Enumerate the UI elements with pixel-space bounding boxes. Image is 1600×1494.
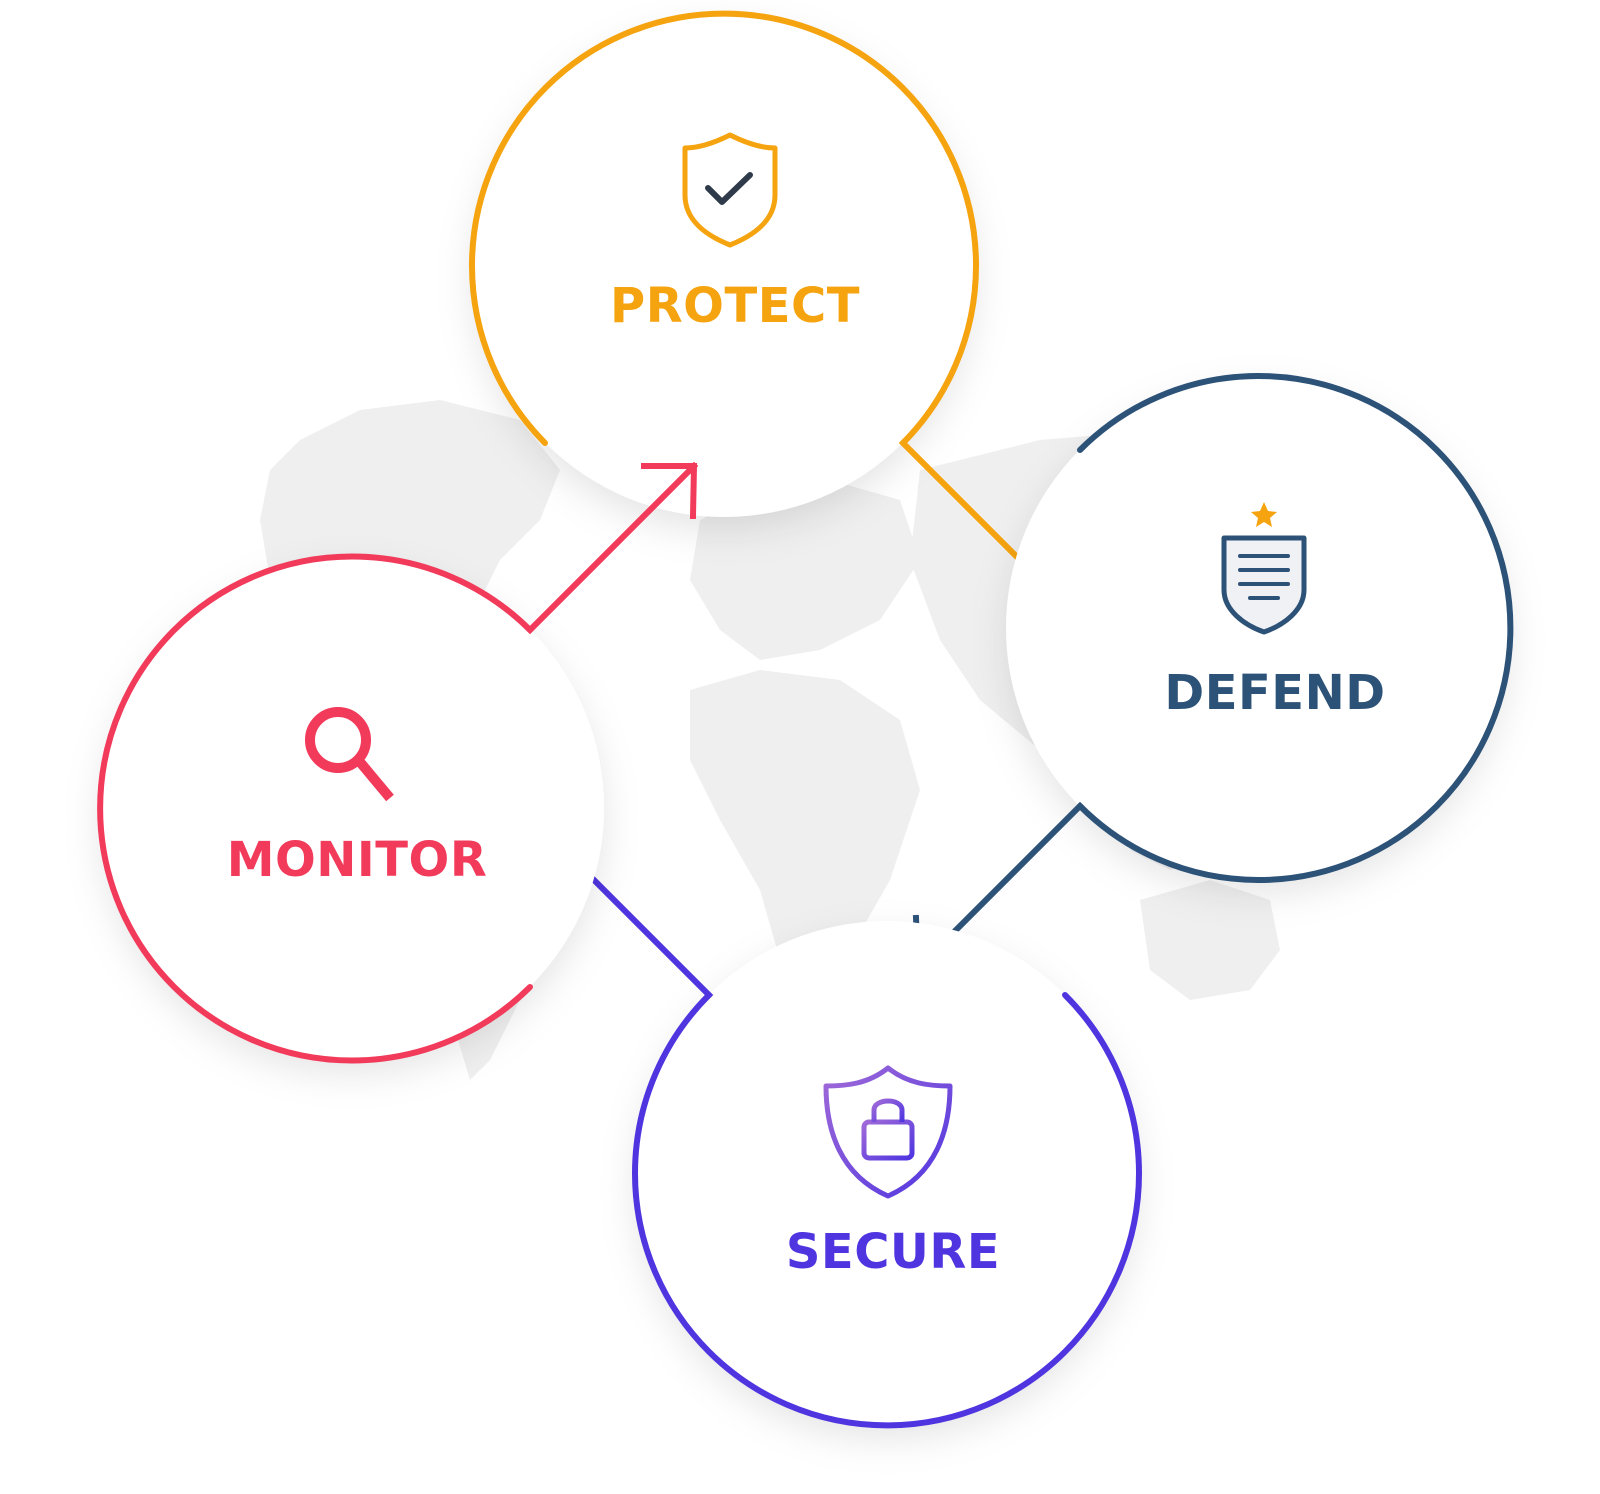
node-protect: PROTECT (469, 10, 1071, 611)
map-australia (1140, 880, 1280, 1000)
arrow-monitor-to-protect (525, 461, 699, 635)
secure-circle-fill (635, 921, 1139, 1425)
node-monitor: MONITOR (97, 461, 699, 1064)
shield-check-icon (682, 132, 778, 248)
secure-label: SECURE (786, 1224, 1000, 1280)
monitor-circle-outline (97, 553, 533, 1064)
shield-lock-icon (823, 1065, 953, 1199)
node-defend: DEFEND (912, 373, 1514, 973)
protect-circle-fill (472, 13, 976, 517)
magnifier-icon (305, 707, 394, 802)
monitor-circle-fill (100, 556, 604, 1060)
map-europe (690, 480, 920, 660)
defend-circle-outline (1077, 373, 1514, 883)
defend-label: DEFEND (1164, 665, 1385, 721)
secure-circle-outline (632, 992, 1142, 1429)
protect-label: PROTECT (610, 278, 860, 334)
monitor-label: MONITOR (227, 832, 488, 888)
map-africa (690, 670, 920, 990)
star-icon (1251, 502, 1277, 527)
protect-circle-outline (469, 10, 979, 446)
shield-document-icon (1221, 535, 1307, 635)
